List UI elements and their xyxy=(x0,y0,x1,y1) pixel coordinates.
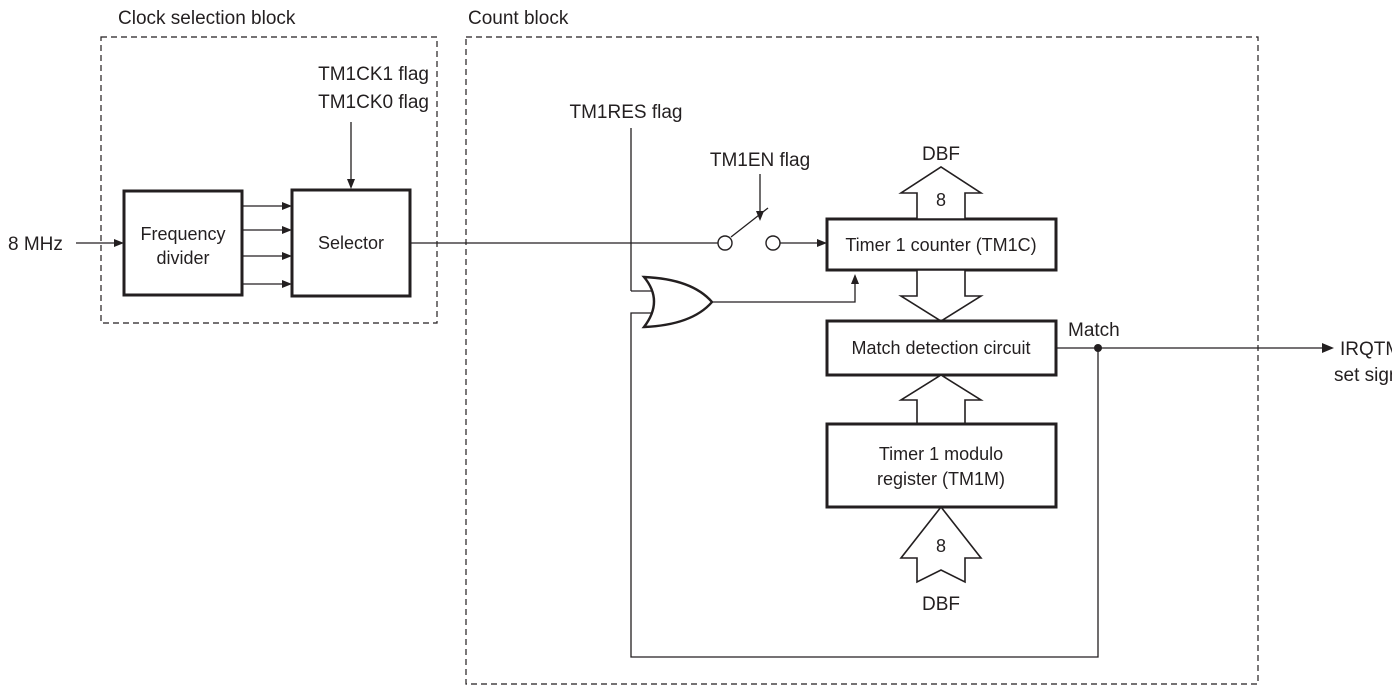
dbf-top-label: DBF xyxy=(922,144,960,165)
counter-reset-arrow-head xyxy=(851,274,859,284)
match-detection-label: Match detection circuit xyxy=(851,338,1030,358)
selector-label: Selector xyxy=(318,233,384,253)
match-label: Match xyxy=(1068,320,1120,341)
modulo-register-label-1: Timer 1 modulo xyxy=(879,444,1003,464)
or-output-wire xyxy=(712,284,856,303)
frequency-divider-box xyxy=(122,189,244,297)
output-signal-label-1: IRQTM1 xyxy=(1340,339,1392,360)
dbf-bottom-label: DBF xyxy=(922,594,960,615)
frequency-divider-label-1: Frequency xyxy=(140,224,225,244)
count-block-title: Count block xyxy=(468,8,569,29)
bus-width-bottom-label: 8 xyxy=(936,536,946,556)
counter-clock-arrow-head xyxy=(817,239,827,247)
bus-width-top-label: 8 xyxy=(936,190,946,210)
frequency-divider-label-2: divider xyxy=(156,248,209,268)
tm1en-switch xyxy=(717,207,781,251)
clock-select-flag-arrow-head xyxy=(347,179,355,189)
tm1ck0-flag-label: TM1CK0 flag xyxy=(318,92,429,113)
timer-counter-label: Timer 1 counter (TM1C) xyxy=(845,235,1036,255)
count-block-border xyxy=(465,36,1259,685)
tm1en-flag-label: TM1EN flag xyxy=(710,150,810,171)
input-clock-label: 8 MHz xyxy=(8,234,63,255)
tm1en-arrow-head xyxy=(756,211,764,221)
timer-counter-box xyxy=(825,217,1058,272)
modulo-register-box xyxy=(825,422,1058,509)
tm1res-flag-label: TM1RES flag xyxy=(570,102,683,123)
modulo-register-label-2: register (TM1M) xyxy=(877,469,1005,489)
clock-selection-block-border xyxy=(100,36,438,324)
output-signal-label-2: set signal xyxy=(1334,365,1392,386)
selector-box xyxy=(290,188,412,298)
output-arrow-head xyxy=(1322,343,1334,353)
modulo-to-match-bus-arrow xyxy=(898,374,984,425)
dbf-bottom-bus-arrow xyxy=(899,505,983,584)
dbf-top-bus-arrow xyxy=(898,166,984,220)
clock-selection-block-title: Clock selection block xyxy=(118,8,296,29)
counter-to-match-bus-arrow xyxy=(898,269,984,322)
or-gate xyxy=(641,275,714,329)
input-arrow-head xyxy=(114,239,124,247)
match-feedback-wire xyxy=(630,312,1099,658)
divider-output-arrows xyxy=(242,202,292,288)
tm1ck1-flag-label: TM1CK1 flag xyxy=(318,64,429,85)
